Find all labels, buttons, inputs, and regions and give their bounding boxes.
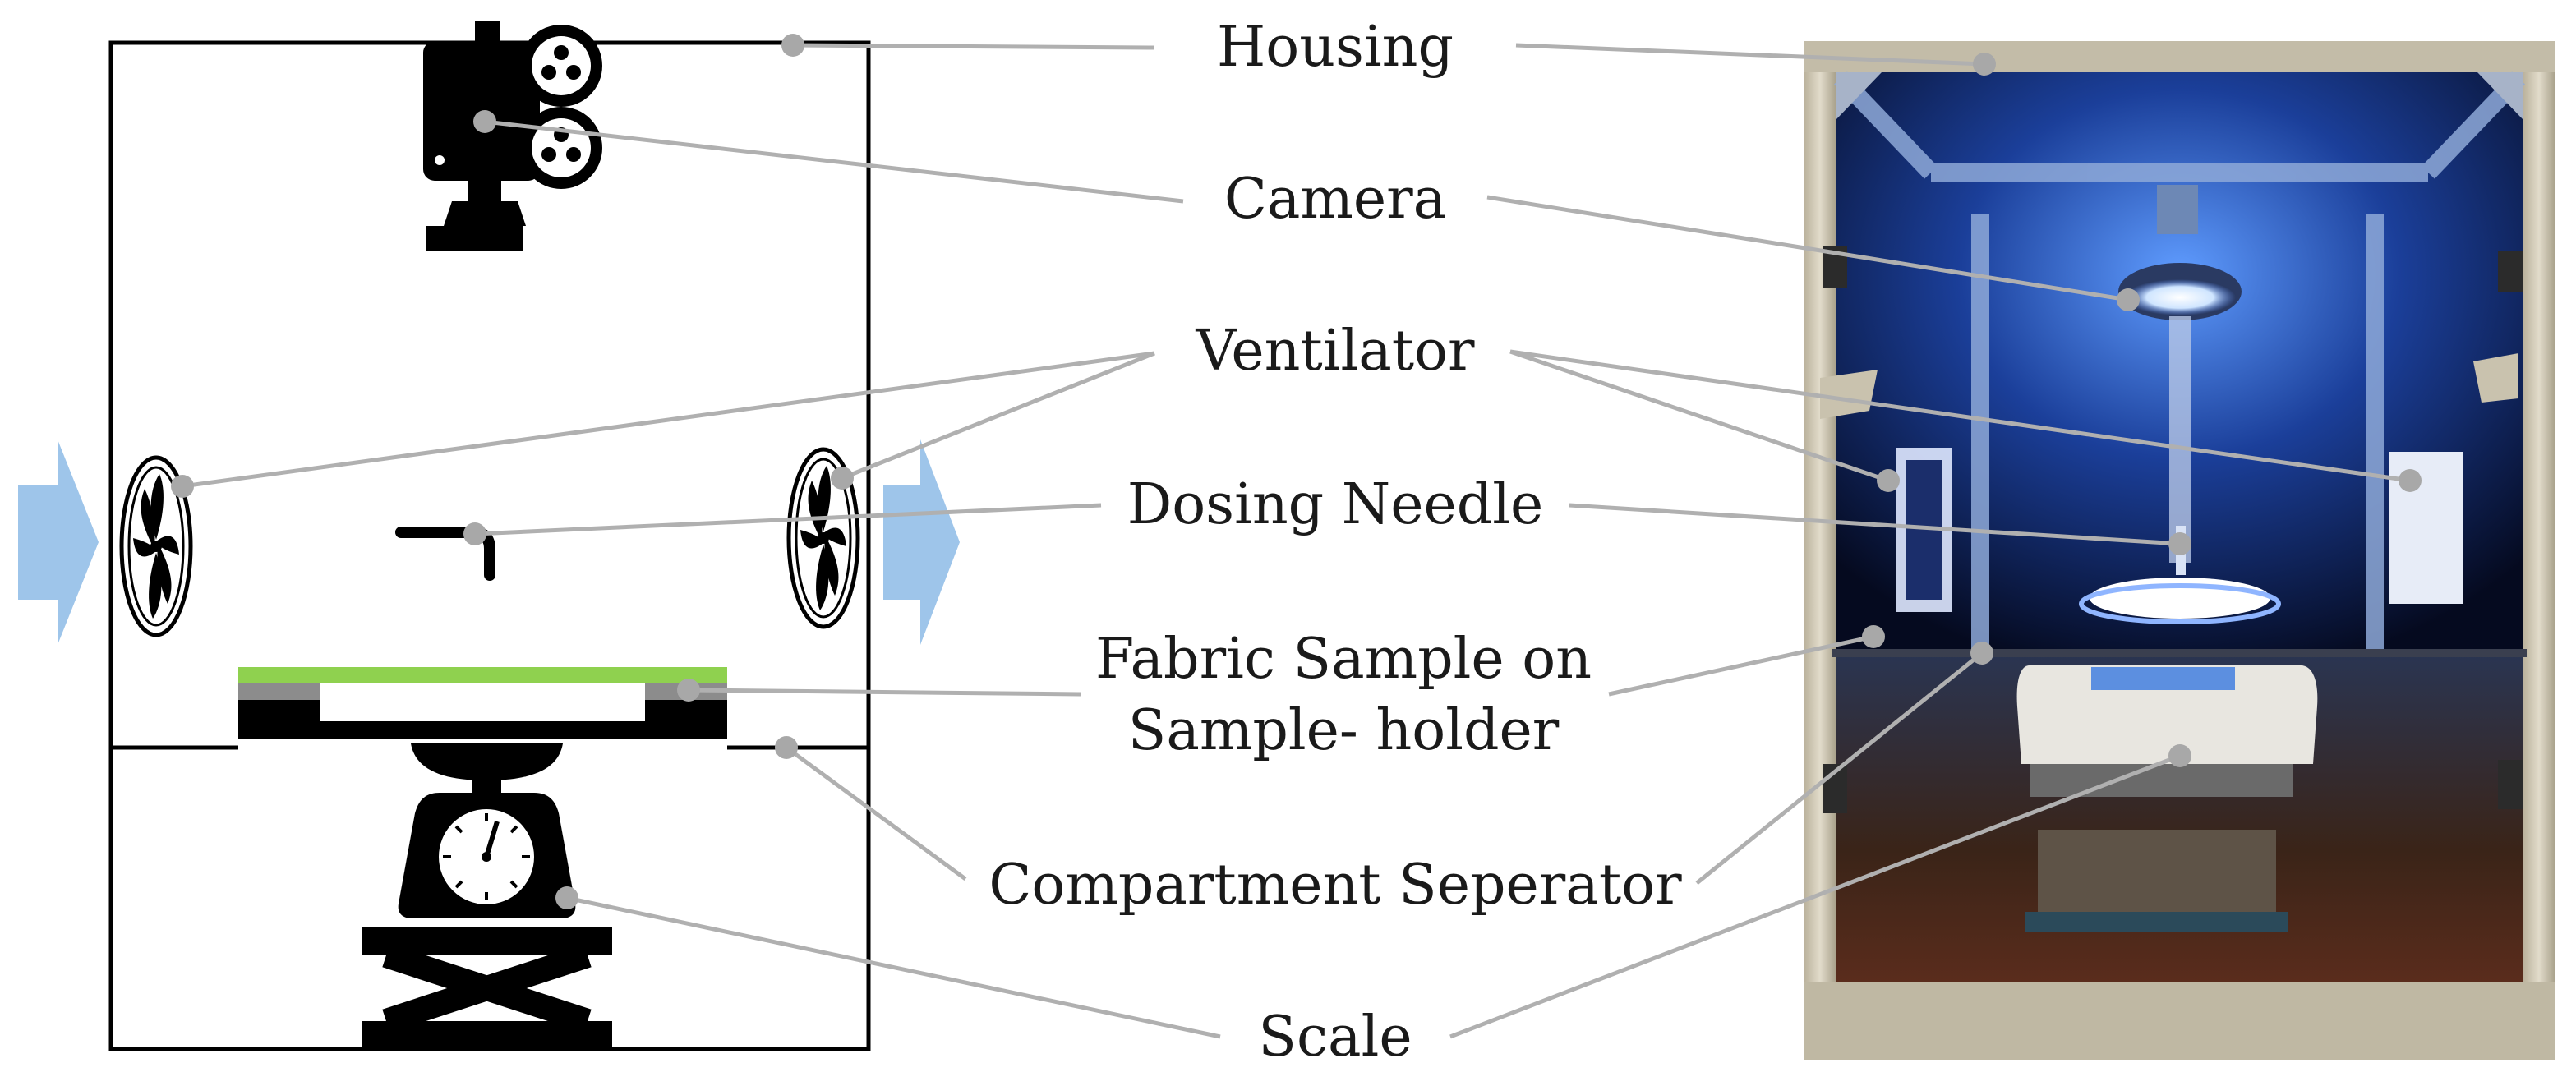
label-dosing-needle: Dosing Needle <box>1127 472 1544 537</box>
scale-icon <box>362 743 612 1050</box>
airflow-in-arrow-icon <box>18 439 99 645</box>
airflow-out-arrow-icon <box>883 439 960 645</box>
ventilator-right-icon <box>786 447 860 629</box>
ventilator-left-icon <box>119 455 193 637</box>
schematic <box>18 21 960 1051</box>
anchor-dots <box>171 34 2422 909</box>
label-camera: Camera <box>1224 167 1446 232</box>
label-fabric-sample-line1: Fabric Sample on <box>1095 627 1592 692</box>
camera-icon <box>423 21 602 251</box>
label-housing: Housing <box>1217 15 1454 80</box>
label-compartment-separator: Compartment Seperator <box>988 853 1682 918</box>
label-ventilator: Ventilator <box>1195 319 1475 384</box>
leader-lines <box>182 43 2411 1039</box>
labels: Housing Camera Ventilator Dosing Needle … <box>988 15 1682 1070</box>
sample-holder-icon <box>238 667 727 739</box>
label-scale: Scale <box>1258 1005 1412 1070</box>
label-fabric-sample-line2: Sample- holder <box>1128 698 1560 763</box>
